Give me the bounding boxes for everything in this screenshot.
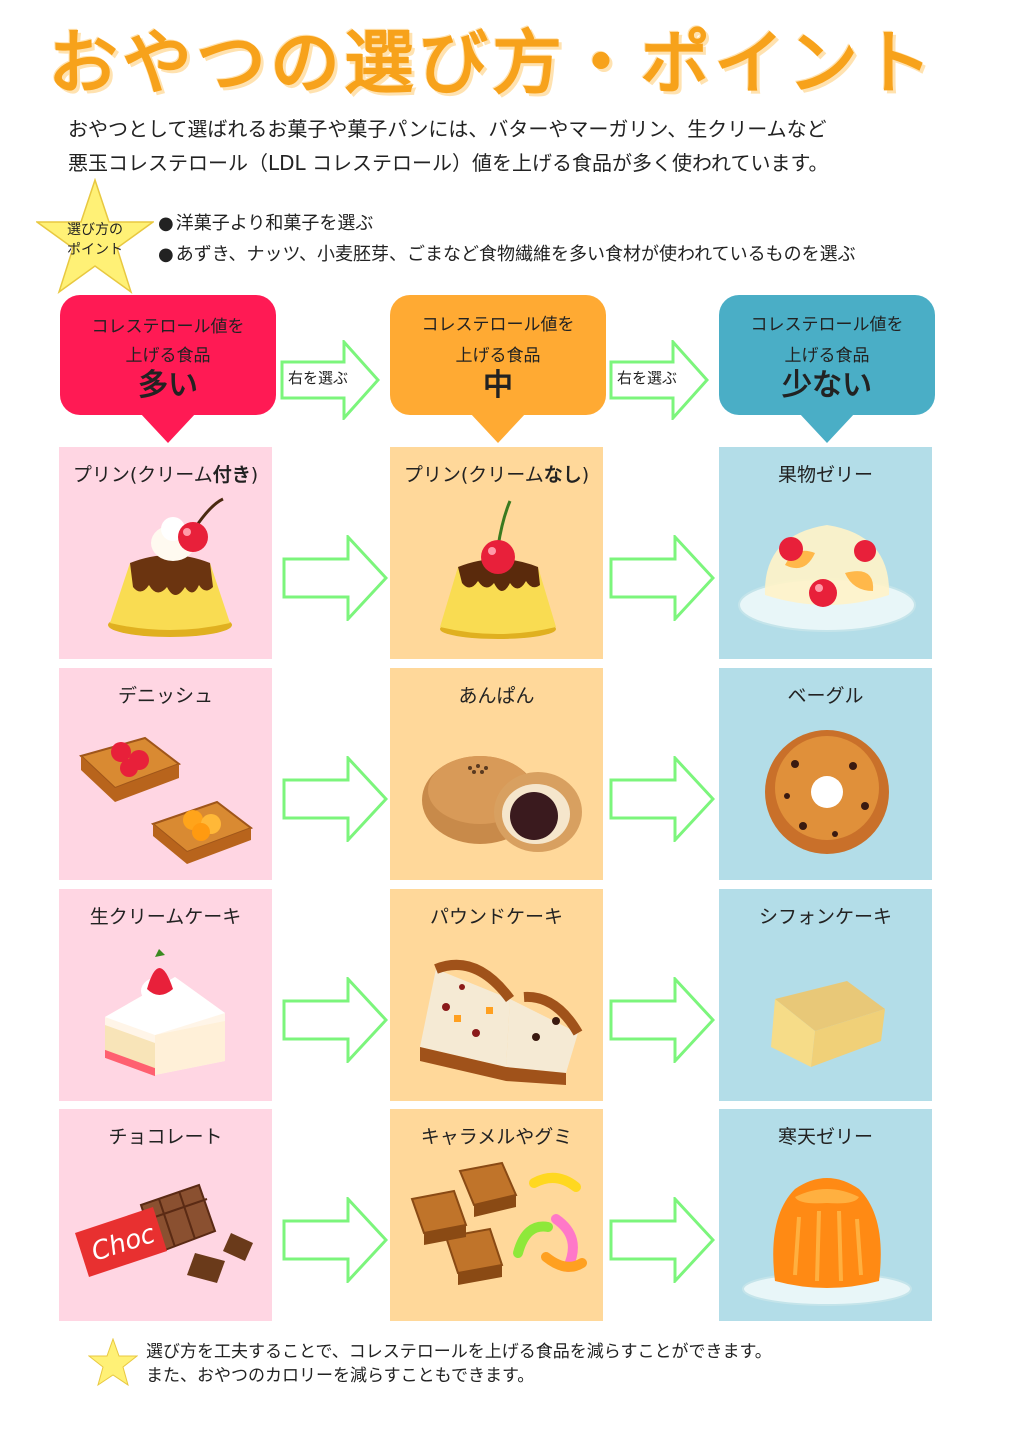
footer-line-2: また、おやつのカロリーを減らすこともできます。 (146, 1366, 535, 1386)
food-card-high: チョコレート Choc (59, 1109, 272, 1321)
header-pointer (470, 413, 526, 443)
badge-text: 選び方の ポイント (36, 220, 154, 260)
header-low-line-1: コレステロール値を (750, 315, 904, 335)
header-high: コレステロール値を 上げる食品 多い (60, 295, 276, 443)
right-arrow-icon (609, 756, 715, 842)
bagel-icon (765, 730, 889, 854)
food-name: キャラメルやグミ (420, 1126, 573, 1148)
right-arrow-icon (282, 535, 388, 621)
right-arrow-icon (609, 977, 715, 1063)
star-icon (36, 178, 154, 294)
food-name: デニッシュ (117, 685, 213, 707)
food-card-mid: あんぱん (390, 668, 603, 880)
chiffon-cake-icon (771, 981, 885, 1067)
header-mid: コレステロール値を 上げる食品 中 (390, 295, 606, 443)
food-name: ベーグル (787, 685, 864, 707)
right-arrow-icon (282, 1197, 388, 1283)
food-name: チョコレート (108, 1126, 223, 1148)
pudding-cream-icon (108, 497, 232, 637)
header-pointer (140, 413, 196, 443)
shortcake-icon (105, 949, 225, 1077)
points-star-badge: 選び方の ポイント (36, 178, 154, 296)
food-card-low: 寒天ゼリー (719, 1109, 932, 1321)
food-card-high: プリン(クリーム付き) (59, 447, 272, 659)
food-name: パウンドケーキ (429, 906, 563, 928)
intro-text: おやつとして選ばれるお菓子や菓子パンには、バターやマーガリン、生クリームなど 悪… (68, 112, 968, 180)
right-arrow-icon (609, 535, 715, 621)
choose-right-label: 右を選ぶ (617, 369, 678, 387)
food-card-mid: プリン(クリームなし) (390, 447, 603, 659)
point-item: あずき、ナッツ、小麦胚芽、ごまなど食物繊維を多い食材が使われているものを選ぶ (158, 239, 856, 270)
choose-right-arrow: 右を選ぶ (609, 338, 710, 422)
food-name: シフォンケーキ (758, 906, 892, 928)
food-card-high: 生クリームケーキ (59, 889, 272, 1101)
food-card-mid: キャラメルやグミ (390, 1109, 603, 1321)
header-high-line-2: 上げる食品 (125, 346, 211, 366)
fruit-jelly-icon (738, 525, 916, 632)
badge-line-2: ポイント (67, 242, 123, 258)
header-high-line-1: コレステロール値を (91, 317, 245, 337)
pound-cake-icon (420, 959, 583, 1085)
header-mid-line-2: 上げる食品 (455, 346, 541, 366)
selection-points-list: 洋菓子より和菓子を選ぶ あずき、ナッツ、小麦胚芽、ごまなど食物繊維を多い食材が使… (158, 208, 856, 270)
page-title: おやつの選び方・ポイント (48, 22, 936, 104)
header-mid-level: 中 (483, 368, 513, 403)
header-low: コレステロール値を 上げる食品 少ない (719, 295, 935, 443)
footer-line-1: 選び方を工夫することで、コレステロールを上げる食品を減らすことができます。 (146, 1342, 772, 1362)
right-arrow-icon (282, 977, 388, 1063)
food-name: あんぱん (458, 685, 535, 707)
right-arrow-icon (609, 338, 710, 422)
caramel-gummy-icon (410, 1161, 587, 1285)
agar-jelly-icon (742, 1178, 912, 1306)
right-arrow-icon (609, 1197, 715, 1283)
badge-line-1: 選び方の (67, 222, 123, 238)
pudding-icon (440, 500, 556, 639)
food-card-low: 果物ゼリー (719, 447, 932, 659)
food-name: 生クリームケーキ (89, 906, 242, 928)
danish-icon (79, 736, 254, 864)
choose-right-label: 右を選ぶ (288, 369, 349, 387)
header-low-line-2: 上げる食品 (784, 346, 870, 366)
right-arrow-icon (282, 756, 388, 842)
header-mid-line-1: コレステロール値を (421, 315, 575, 335)
food-card-mid: パウンドケーキ (390, 889, 603, 1101)
food-name: プリン(クリーム付き) (72, 464, 259, 486)
point-item: 洋菓子より和菓子を選ぶ (158, 208, 856, 239)
header-high-level: 多い (138, 368, 198, 403)
header-pointer (799, 413, 855, 443)
food-card-high: デニッシュ (59, 668, 272, 880)
right-arrow-icon (280, 338, 381, 422)
food-name: 果物ゼリー (777, 464, 873, 486)
food-card-low: シフォンケーキ (719, 889, 932, 1101)
choose-right-arrow: 右を選ぶ (280, 338, 381, 422)
anpan-icon (422, 756, 582, 852)
header-low-level: 少ない (782, 368, 872, 403)
chocolate-icon: Choc (75, 1183, 253, 1283)
star-icon (88, 1338, 138, 1387)
food-name: プリン(クリームなし) (403, 464, 590, 486)
intro-line-1: おやつとして選ばれるお菓子や菓子パンには、バターやマーガリン、生クリームなど (68, 117, 827, 141)
food-name: 寒天ゼリー (777, 1126, 873, 1148)
intro-line-2: 悪玉コレステロール（LDL コレステロール）値を上げる食品が多く使われています。 (68, 151, 829, 175)
food-card-low: ベーグル (719, 668, 932, 880)
footer-note: 選び方を工夫することで、コレステロールを上げる食品を減らすことができます。 また… (146, 1340, 772, 1388)
